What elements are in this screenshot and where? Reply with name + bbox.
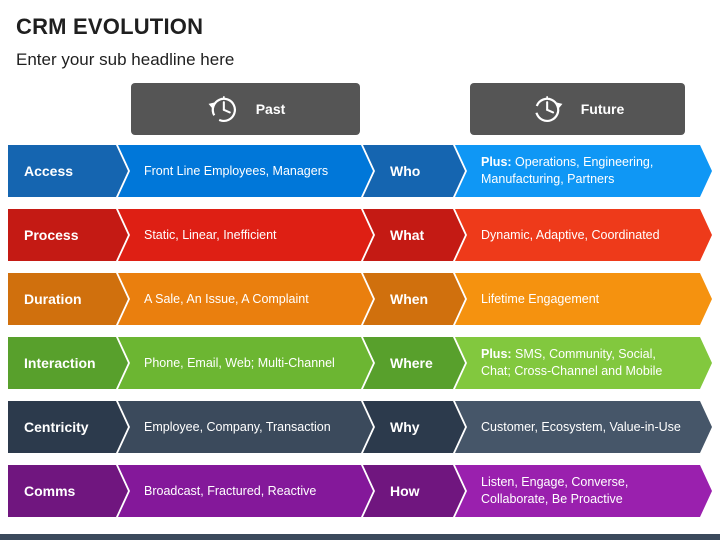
question-label: Where bbox=[390, 354, 433, 371]
clock-clockwise-icon bbox=[534, 96, 563, 123]
chevron-segment bbox=[455, 401, 712, 453]
row-label: Access bbox=[24, 162, 74, 179]
question-label: When bbox=[390, 290, 429, 307]
chevron-segment bbox=[363, 145, 465, 197]
future-value-text: Listen, Engage, Converse, Collaborate, B… bbox=[481, 474, 681, 508]
chevron-segment bbox=[363, 209, 465, 261]
chevron-segment bbox=[8, 273, 128, 325]
question-label: Who bbox=[390, 162, 421, 179]
row-label: Process bbox=[24, 226, 79, 243]
chevron-segment bbox=[118, 337, 373, 389]
chevron-segment bbox=[8, 145, 128, 197]
future-value-text: Customer, Ecosystem, Value-in-Use bbox=[481, 419, 681, 436]
chevron-segment bbox=[118, 401, 373, 453]
future-text: Listen, Engage, Converse, Collaborate, B… bbox=[481, 475, 629, 506]
future-value: Lifetime Engagement bbox=[481, 273, 681, 325]
future-prefix: Plus: bbox=[481, 347, 512, 361]
future-value-text: Plus: SMS, Community, Social, Chat; Cros… bbox=[481, 346, 681, 380]
row-label: Centricity bbox=[24, 418, 89, 435]
past-value: Front Line Employees, Managers bbox=[144, 163, 329, 178]
future-value-text: Dynamic, Adaptive, Coordinated bbox=[481, 227, 660, 244]
chevron-segment bbox=[455, 465, 712, 517]
past-value: Employee, Company, Transaction bbox=[144, 419, 331, 434]
question-label: What bbox=[390, 226, 425, 243]
clock-counterclockwise-icon bbox=[208, 96, 236, 123]
chevron-segment bbox=[363, 337, 465, 389]
future-text: Operations, Engineering, Manufacturing, … bbox=[481, 155, 654, 186]
chevron-segment bbox=[455, 337, 712, 389]
question-label: How bbox=[390, 482, 420, 499]
future-value: Customer, Ecosystem, Value-in-Use bbox=[481, 401, 681, 453]
chevron-segment bbox=[363, 273, 465, 325]
chevron-segment bbox=[363, 465, 465, 517]
future-prefix: Plus: bbox=[481, 155, 512, 169]
chevron-segment bbox=[8, 401, 128, 453]
chevron-segment bbox=[118, 145, 373, 197]
chevron-segment bbox=[8, 337, 128, 389]
past-value: Broadcast, Fractured, Reactive bbox=[144, 483, 317, 498]
future-value-text: Plus: Operations, Engineering, Manufactu… bbox=[481, 154, 681, 188]
question-label: Why bbox=[390, 418, 420, 435]
row-label: Interaction bbox=[24, 354, 96, 371]
future-value: Dynamic, Adaptive, Coordinated bbox=[481, 209, 681, 261]
bottom-bar bbox=[0, 534, 720, 540]
future-text: Dynamic, Adaptive, Coordinated bbox=[481, 227, 660, 242]
future-header: Future bbox=[470, 83, 685, 135]
future-value: Plus: Operations, Engineering, Manufactu… bbox=[481, 145, 681, 197]
page-subtitle: Enter your sub headline here bbox=[16, 50, 235, 69]
chevron-segment bbox=[455, 273, 712, 325]
future-text: Customer, Ecosystem, Value-in-Use bbox=[481, 419, 681, 434]
row-label: Duration bbox=[24, 290, 82, 307]
past-header-label: Past bbox=[255, 101, 286, 117]
future-value: Listen, Engage, Converse, Collaborate, B… bbox=[481, 465, 681, 517]
future-text: SMS, Community, Social, Chat; Cross-Chan… bbox=[481, 347, 663, 378]
chevron-segment bbox=[455, 209, 712, 261]
past-value: Phone, Email, Web; Multi-Channel bbox=[144, 355, 335, 370]
future-header-label: Future bbox=[580, 101, 625, 117]
page-title: CRM EVOLUTION bbox=[16, 14, 204, 39]
chevron-segment bbox=[363, 401, 465, 453]
past-value: A Sale, An Issue, A Complaint bbox=[144, 291, 309, 306]
row-label: Comms bbox=[24, 482, 76, 499]
chevron-segment bbox=[8, 465, 128, 517]
past-header: Past bbox=[131, 83, 360, 135]
future-value-text: Lifetime Engagement bbox=[481, 291, 599, 308]
chevron-segment bbox=[455, 145, 712, 197]
past-value: Static, Linear, Inefficient bbox=[144, 227, 277, 242]
future-value: Plus: SMS, Community, Social, Chat; Cros… bbox=[481, 337, 681, 389]
chevron-segment bbox=[118, 465, 373, 517]
chevron-segment bbox=[118, 273, 373, 325]
future-text: Lifetime Engagement bbox=[481, 291, 600, 306]
chevron-segment bbox=[118, 209, 373, 261]
chevron-segment bbox=[8, 209, 128, 261]
